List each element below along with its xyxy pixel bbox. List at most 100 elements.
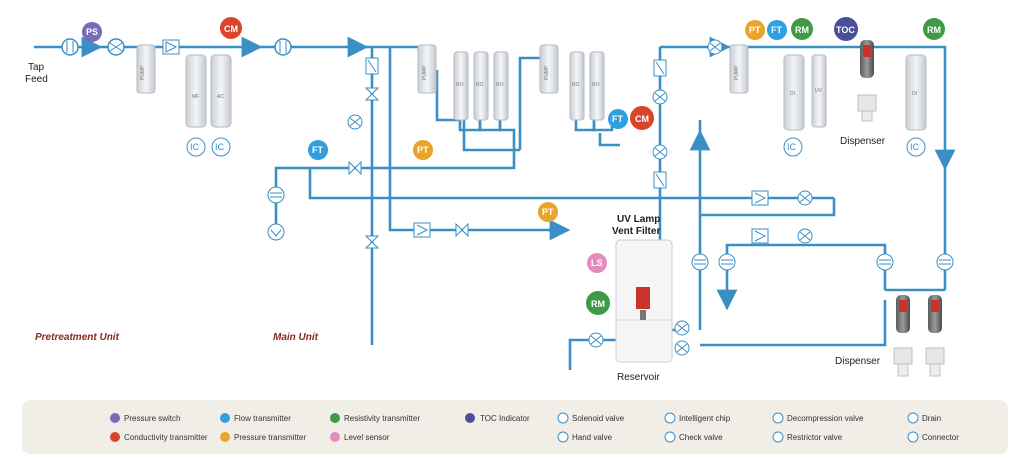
feed-label: Feed bbox=[25, 74, 48, 85]
restrictor-valve-icon bbox=[107, 38, 125, 56]
uv-cartridge: UV bbox=[811, 54, 827, 128]
legend-label: Resistivity transmitter bbox=[344, 414, 420, 423]
pressure-switch-badge: PS bbox=[82, 22, 102, 42]
decompression-valve-icon bbox=[772, 412, 784, 424]
legend-item-drain: Drain bbox=[907, 412, 941, 424]
rm-text: RM bbox=[927, 25, 941, 35]
legend-item-check-valve: Check valve bbox=[664, 431, 723, 443]
di-cartridge-1: DI bbox=[783, 54, 805, 131]
ps-text: PS bbox=[86, 27, 98, 37]
connector-icon bbox=[691, 253, 709, 271]
legend-item-pressure-switch: Pressure switch bbox=[110, 413, 180, 423]
ft-text: FT bbox=[612, 114, 623, 124]
mf-cartridge: MF bbox=[185, 54, 207, 128]
uv-lamp-label: UV Lamp bbox=[617, 214, 660, 225]
ro-3-label: RO bbox=[496, 82, 504, 88]
intelligent-chip-icon: IC bbox=[906, 137, 926, 157]
solenoid-valve-icon bbox=[653, 171, 667, 189]
legend-item-decompression: Decompression valve bbox=[772, 412, 864, 424]
legend-item-connector: Connector bbox=[907, 431, 959, 443]
drain-icon bbox=[907, 412, 919, 424]
restrictor-valve-icon bbox=[674, 320, 690, 336]
ic-label: IC bbox=[190, 142, 200, 152]
tap-label: Tap bbox=[28, 62, 45, 73]
rm-text: RM bbox=[795, 25, 809, 35]
pressure-transmitter-badge: PT bbox=[745, 20, 765, 40]
hand-valve-icon bbox=[364, 87, 380, 101]
cm-text: CM bbox=[635, 114, 649, 124]
pressure-switch-icon bbox=[110, 413, 120, 423]
legend-label: Intelligent chip bbox=[679, 414, 731, 423]
ft-text: FT bbox=[312, 145, 323, 155]
level-sensor-icon bbox=[330, 432, 340, 442]
rm-text: RM bbox=[591, 299, 605, 309]
legend-item-restrictor: Restrictor valve bbox=[772, 431, 843, 443]
legend-label: Decompression valve bbox=[787, 414, 864, 423]
connector-icon bbox=[907, 431, 919, 443]
ic-label: IC bbox=[787, 142, 797, 152]
legend-item-resistivity: Resistivity transmitter bbox=[330, 413, 420, 423]
legend-label: Conductivity transmitter bbox=[124, 433, 208, 442]
legend-label: Check valve bbox=[679, 433, 723, 442]
pretreatment-unit-label: Pretreatment Unit bbox=[35, 332, 120, 343]
connector-icon bbox=[61, 38, 79, 56]
level-sensor-badge: LS bbox=[587, 253, 607, 273]
restrictor-valve-icon bbox=[674, 340, 690, 356]
flow-transmitter-badge: FT bbox=[308, 140, 328, 160]
pressure-transmitter-badge: PT bbox=[538, 202, 558, 222]
legend-item-hand-valve: Hand valve bbox=[557, 431, 613, 443]
flow-transmitter-badge: FT bbox=[767, 20, 787, 40]
cm-text: CM bbox=[224, 24, 238, 34]
ro-1-label: RO bbox=[456, 82, 464, 88]
pump-1: PUMP bbox=[136, 44, 156, 94]
legend-label: Drain bbox=[922, 414, 941, 423]
legend-label: Connector bbox=[922, 433, 959, 442]
ro-cartridge-4: RO bbox=[569, 51, 585, 121]
legend-label: TOC Indicator bbox=[480, 414, 530, 423]
legend-item-pressure-transmitter: Pressure transmitter bbox=[220, 432, 306, 442]
legend-label: Level sensor bbox=[344, 433, 390, 442]
restrictor-valve-icon bbox=[797, 228, 813, 244]
legend-label: Hand valve bbox=[572, 433, 613, 442]
resistivity-transmitter-icon bbox=[330, 413, 340, 423]
drain-connector-icon bbox=[267, 186, 285, 204]
pipe-network bbox=[34, 36, 956, 370]
pump-4-label: PUMP bbox=[734, 65, 740, 80]
hand-valve-icon bbox=[364, 235, 380, 249]
mf-label: MF bbox=[192, 94, 199, 100]
ac-label: AC bbox=[217, 94, 224, 100]
ro-cartridge-2: RO bbox=[473, 51, 489, 121]
main-unit-label: Main Unit bbox=[273, 332, 319, 343]
resistivity-badge: RM bbox=[923, 18, 945, 40]
solenoid-valve-icon bbox=[557, 412, 569, 424]
restrictor-valve-icon bbox=[707, 39, 723, 55]
pump-4: PUMP bbox=[729, 44, 749, 94]
ft-text: FT bbox=[771, 25, 782, 35]
legend-panel: Pressure switch Conductivity transmitter… bbox=[22, 400, 1008, 454]
toc-badge: TOC bbox=[834, 17, 858, 41]
restrictor-valve-icon bbox=[652, 89, 668, 105]
flow-transmitter-badge: FT bbox=[608, 109, 628, 129]
check-valve-icon bbox=[664, 431, 676, 443]
di-2-label: DI bbox=[912, 91, 917, 97]
legend-label: Solenoid valve bbox=[572, 414, 625, 423]
pt-text: PT bbox=[417, 145, 429, 155]
ro-5-label: RO bbox=[592, 82, 600, 88]
pump-1-label: PUMP bbox=[140, 65, 146, 80]
intelligent-chip-icon bbox=[664, 412, 676, 424]
ic-label: IC bbox=[215, 142, 225, 152]
conductivity-transmitter-icon bbox=[110, 432, 120, 442]
restrictor-valve-icon bbox=[652, 144, 668, 160]
pump-2-label: PUMP bbox=[422, 65, 428, 80]
legend-item-solenoid: Solenoid valve bbox=[557, 412, 625, 424]
di-1-label: DI bbox=[790, 91, 795, 97]
pump-3: PUMP bbox=[539, 44, 559, 94]
reservoir-label: Reservoir bbox=[617, 372, 660, 383]
legend-item-conductivity: Conductivity transmitter bbox=[110, 432, 208, 442]
solenoid-valve-icon bbox=[365, 57, 379, 75]
legend-item-toc: TOC Indicator bbox=[465, 413, 530, 423]
flow-transmitter-icon bbox=[220, 413, 230, 423]
legend-label: Pressure transmitter bbox=[234, 433, 306, 442]
hand-valve-icon bbox=[588, 332, 604, 348]
hand-valve-icon bbox=[557, 431, 569, 443]
